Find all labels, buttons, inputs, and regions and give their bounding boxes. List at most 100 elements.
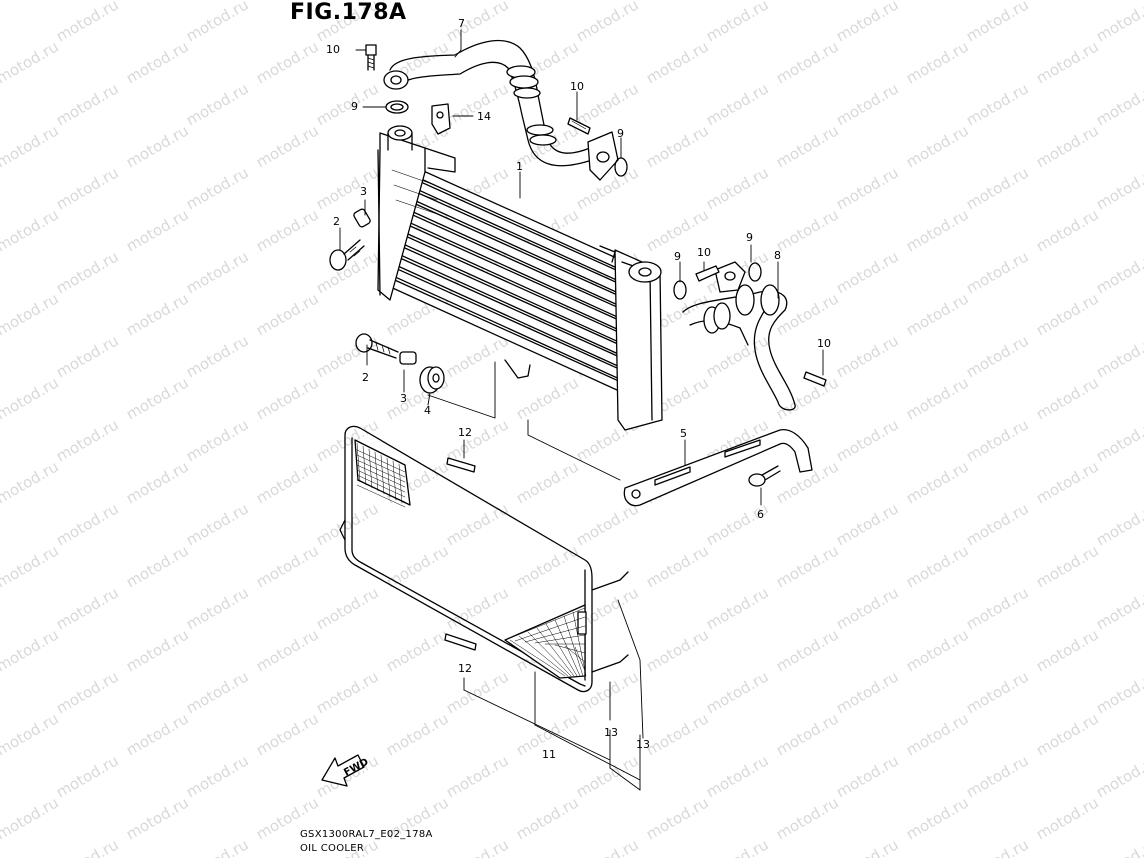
watermark-text: motod.ru <box>123 121 192 171</box>
watermark-text: motod.ru <box>53 331 122 381</box>
watermark-text: motod.ru <box>963 247 1032 297</box>
watermark-text: motod.ru <box>123 793 192 843</box>
watermark-text: motod.ru <box>253 205 322 255</box>
watermark-text: motod.ru <box>253 289 322 339</box>
callout-c4: 4 <box>424 404 431 417</box>
watermark-text: motod.ru <box>53 163 122 213</box>
watermark-text: motod.ru <box>963 835 1032 858</box>
watermark-text: motod.ru <box>833 331 902 381</box>
callout-c2b: 2 <box>362 371 369 384</box>
watermark-text: motod.ru <box>1033 205 1102 255</box>
watermark-text: motod.ru <box>773 709 842 759</box>
watermark-text: motod.ru <box>53 835 122 858</box>
callout-c10b: 10 <box>570 80 584 93</box>
watermark-text: motod.ru <box>903 625 972 675</box>
callout-c5: 5 <box>680 427 687 440</box>
callout-c1: 1 <box>516 160 523 173</box>
watermark-text: motod.ru <box>1093 583 1144 633</box>
watermark-text: motod.ru <box>833 0 902 45</box>
watermark-text: motod.ru <box>1093 499 1144 549</box>
watermark-text: motod.ru <box>123 37 192 87</box>
watermark-text: motod.ru <box>53 79 122 129</box>
watermark-text: motod.ru <box>1093 79 1144 129</box>
watermark-text: motod.ru <box>183 247 252 297</box>
watermark-text: motod.ru <box>1093 0 1144 45</box>
watermark-text: motod.ru <box>253 541 322 591</box>
watermark-text: motod.ru <box>1033 709 1102 759</box>
watermark-text: motod.ru <box>1093 163 1144 213</box>
watermark-text: motod.ru <box>253 457 322 507</box>
watermark-text: motod.ru <box>903 373 972 423</box>
watermark-text: motod.ru <box>703 331 772 381</box>
hose-7 <box>383 39 619 181</box>
diagram-code: GSX1300RAL7_E02_178A <box>300 829 433 840</box>
watermark-text: motod.ru <box>903 709 972 759</box>
rubber-12-lower <box>444 633 477 651</box>
bracket-5 <box>623 429 813 507</box>
watermark-text: motod.ru <box>963 0 1032 45</box>
watermark-text: motod.ru <box>123 289 192 339</box>
watermark-text: motod.ru <box>183 835 252 858</box>
callout-c10c: 10 <box>697 246 711 259</box>
watermark-text: motod.ru <box>643 541 712 591</box>
watermark-text: motod.ru <box>963 163 1032 213</box>
watermark-text: motod.ru <box>773 121 842 171</box>
callout-c14: 14 <box>477 110 491 123</box>
watermark-text: motod.ru <box>703 835 772 858</box>
watermark-text: motod.ru <box>0 793 62 843</box>
watermark-text: motod.ru <box>183 583 252 633</box>
watermark-text: motod.ru <box>1093 415 1144 465</box>
watermark-text: motod.ru <box>643 0 712 3</box>
bolt-10-lower <box>803 371 827 387</box>
watermark-text: motod.ru <box>773 793 842 843</box>
gasket-9-hose8-b <box>748 262 762 282</box>
watermark-text: motod.ru <box>703 79 772 129</box>
watermark-text: motod.ru <box>773 373 842 423</box>
watermark-text: motod.ru <box>963 583 1032 633</box>
callout-c10a: 10 <box>326 43 340 56</box>
watermark-text: motod.ru <box>0 373 62 423</box>
watermark-text: motod.ru <box>513 541 582 591</box>
watermark-text: motod.ru <box>833 163 902 213</box>
watermark-text: motod.ru <box>1033 541 1102 591</box>
rubber-12-upper <box>446 457 476 473</box>
watermark-text: motod.ru <box>123 625 192 675</box>
watermark-text: motod.ru <box>1093 835 1144 858</box>
watermark-text: motod.ru <box>1033 289 1102 339</box>
watermark-text: motod.ru <box>0 121 62 171</box>
watermark-text: motod.ru <box>443 667 512 717</box>
gasket-9-left <box>385 100 409 114</box>
watermark-text: motod.ru <box>833 583 902 633</box>
watermark-text: motod.ru <box>513 373 582 423</box>
watermark-text: motod.ru <box>1033 457 1102 507</box>
watermark-text: motod.ru <box>313 583 382 633</box>
watermark-text: motod.ru <box>773 289 842 339</box>
watermark-text: motod.ru <box>643 709 712 759</box>
watermark-text: motod.ru <box>703 751 772 801</box>
watermark-text: motod.ru <box>773 541 842 591</box>
watermark-text: motod.ru <box>573 0 642 45</box>
callout-c10d: 10 <box>817 337 831 350</box>
watermark-text: motod.ru <box>903 793 972 843</box>
watermark-text: motod.ru <box>253 121 322 171</box>
watermark-text: motod.ru <box>1033 0 1102 3</box>
watermark-text: motod.ru <box>833 667 902 717</box>
callout-c8: 8 <box>774 249 781 262</box>
watermark-text: motod.ru <box>383 709 452 759</box>
watermark-text: motod.ru <box>253 373 322 423</box>
watermark-text: motod.ru <box>383 625 452 675</box>
watermark-text: motod.ru <box>703 0 772 45</box>
diagram-subtitle: OIL COOLER <box>300 843 365 854</box>
watermark-text: motod.ru <box>703 583 772 633</box>
watermark-text: motod.ru <box>833 247 902 297</box>
watermark-text: motod.ru <box>773 625 842 675</box>
watermark-text: motod.ru <box>443 835 512 858</box>
bolt-6 <box>748 465 781 487</box>
watermark-text: motod.ru <box>1033 37 1102 87</box>
callout-c11: 11 <box>542 748 556 761</box>
watermark-text: motod.ru <box>513 793 582 843</box>
callout-c7a: 7 <box>458 17 465 30</box>
watermark-text: motod.ru <box>123 0 192 3</box>
bolt-10-flange <box>567 117 591 135</box>
bolt-10-top <box>365 44 377 71</box>
